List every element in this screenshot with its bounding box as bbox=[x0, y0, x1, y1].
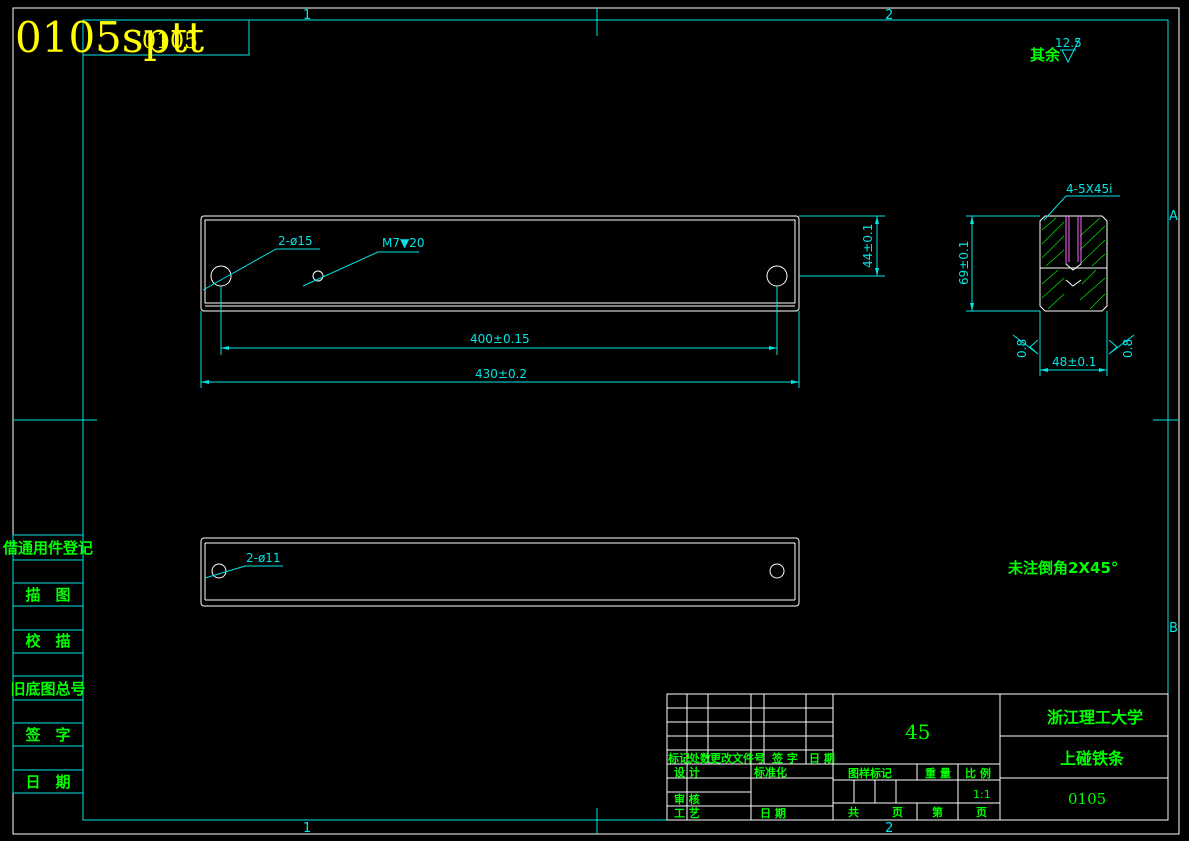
dim-height-44: 44±0.1 bbox=[861, 224, 875, 268]
part-section-view bbox=[1039, 215, 1108, 312]
side-check: 校 描 bbox=[25, 632, 70, 650]
thread-hole bbox=[1065, 216, 1082, 264]
tb-page2: 页 bbox=[976, 806, 987, 819]
side-date: 日 期 bbox=[25, 773, 70, 791]
dim-holes-bottom: 2-ø11 bbox=[246, 551, 281, 565]
side-sign: 签 字 bbox=[24, 726, 70, 744]
tb-weight: 重 量 bbox=[925, 766, 951, 780]
part-top-view bbox=[200, 215, 800, 312]
tb-standard: 标准化 bbox=[753, 765, 787, 779]
tb-hdr-mark: 标记 bbox=[667, 751, 690, 765]
leader-chamfer bbox=[1043, 195, 1120, 221]
zone-right-b: B bbox=[1169, 621, 1178, 636]
code-box-text: 0105 bbox=[142, 29, 198, 54]
tb-ratio-value: 1:1 bbox=[973, 788, 991, 801]
zone-top-2: 2 bbox=[885, 8, 893, 23]
title-block bbox=[666, 693, 1169, 821]
roughness-label: 其余 bbox=[1030, 46, 1061, 64]
rough-symbol-right bbox=[1108, 334, 1135, 355]
chamfer-note: 未注倒角2X45° bbox=[1007, 559, 1118, 577]
tb-school: 浙江理工大学 bbox=[1047, 708, 1143, 727]
dim-height-69: 69±0.1 bbox=[957, 241, 971, 285]
chamfer-label: 4-5X45i bbox=[1066, 182, 1112, 196]
tb-drawing-no: 0105 bbox=[1068, 790, 1106, 808]
dim-length-total: 430±0.2 bbox=[475, 367, 527, 381]
leader-holes-top bbox=[202, 248, 320, 291]
zone-bottom-1: 1 bbox=[303, 821, 311, 836]
dim-length-inner: 400±0.15 bbox=[470, 332, 530, 346]
dim-rough-right: 0.8 bbox=[1121, 339, 1135, 358]
tb-hdr-doc: 更改文件号 bbox=[710, 751, 765, 765]
zone-right-a: A bbox=[1169, 209, 1178, 224]
tb-hdr-count: 处数 bbox=[688, 751, 712, 765]
outer-frame bbox=[12, 7, 1180, 835]
roughness-symbol bbox=[1060, 37, 1081, 64]
side-borrow: 借通用件登记 bbox=[2, 539, 93, 557]
tb-hdr-sign: 签 字 bbox=[771, 751, 798, 765]
zone-top-1: 1 bbox=[303, 8, 311, 23]
leader-thread bbox=[302, 251, 419, 287]
rough-symbol-left bbox=[1012, 334, 1039, 355]
side-trace: 描 图 bbox=[25, 586, 70, 604]
side-table bbox=[12, 534, 84, 794]
roughness-value: 12.5 bbox=[1055, 36, 1082, 50]
section-hatching bbox=[1041, 217, 1106, 310]
tb-part-name: 上碰铁条 bbox=[1060, 749, 1125, 768]
part-bottom-view bbox=[200, 537, 800, 607]
tb-page: 页 bbox=[892, 806, 903, 819]
dim-thread: M7▼20 bbox=[382, 236, 425, 250]
watermark-text: 0105sptt bbox=[15, 13, 204, 62]
side-old-number: 旧底图总号 bbox=[10, 680, 85, 698]
tb-stage-mark: 图样标记 bbox=[848, 766, 892, 780]
tb-review: 审 核 bbox=[674, 792, 700, 806]
tb-total: 共 bbox=[848, 805, 859, 819]
tb-material: 45 bbox=[905, 720, 930, 744]
tb-date: 日 期 bbox=[760, 806, 786, 820]
code-box bbox=[82, 19, 250, 56]
tb-hdr-date: 日 期 bbox=[809, 751, 835, 765]
zone-bottom-2: 2 bbox=[885, 821, 893, 836]
inner-frame bbox=[82, 19, 1169, 821]
tb-design: 设 计 bbox=[674, 765, 700, 779]
leader-holes-bottom bbox=[204, 565, 283, 579]
dim-rough-left: 0.8 bbox=[1015, 339, 1029, 358]
tb-sheet: 第 bbox=[932, 805, 943, 819]
dim-holes-top: 2-ø15 bbox=[278, 234, 313, 248]
dim-width-48: 48±0.1 bbox=[1052, 355, 1096, 369]
tb-ratio: 比 例 bbox=[965, 766, 991, 780]
tb-process: 工 艺 bbox=[674, 806, 700, 820]
